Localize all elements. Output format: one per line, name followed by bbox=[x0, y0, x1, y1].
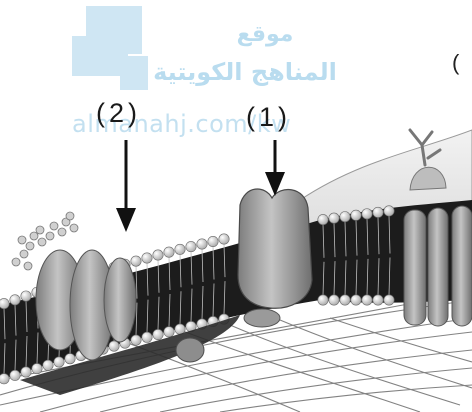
lipid-head-lower bbox=[340, 295, 350, 305]
lipid-head-lower bbox=[21, 367, 31, 377]
lipid-head-lower bbox=[32, 363, 42, 373]
lipid-head-lower bbox=[54, 357, 64, 367]
lipid-head-lower bbox=[351, 295, 361, 305]
channel-proteins bbox=[404, 206, 472, 326]
watermark-logo bbox=[72, 6, 148, 90]
lipid-head-lower bbox=[318, 295, 328, 305]
lipid-head-upper bbox=[362, 209, 372, 219]
arrow-2 bbox=[116, 140, 136, 232]
arrow-1 bbox=[265, 140, 285, 196]
lipid-head-upper bbox=[10, 295, 20, 305]
lipid-head-lower bbox=[329, 295, 339, 305]
lipid-head-lower bbox=[0, 374, 9, 384]
peripheral-protein bbox=[176, 338, 204, 362]
lipid-head-upper bbox=[0, 298, 9, 308]
lipid-head-lower bbox=[65, 353, 75, 363]
lipid-head-lower bbox=[362, 295, 372, 305]
lipid-head-lower bbox=[131, 335, 141, 345]
lipid-head-lower bbox=[384, 295, 394, 305]
lipid-head-upper bbox=[351, 210, 361, 220]
lipid-head-lower bbox=[43, 360, 53, 370]
lipid-head-lower bbox=[175, 324, 185, 334]
lipid-head-lower bbox=[373, 295, 383, 305]
label-protein-1: (1) bbox=[246, 102, 291, 133]
lipid-head-lower bbox=[142, 332, 152, 342]
lipid-head-upper bbox=[373, 207, 383, 217]
lipid-head-upper bbox=[186, 241, 196, 251]
corner-parenthesis: ( bbox=[452, 50, 459, 76]
lipid-head-upper bbox=[175, 244, 185, 254]
lipid-head-lower bbox=[10, 370, 20, 380]
label-protein-2: (2) bbox=[96, 98, 141, 129]
watermark-arabic-subtitle: المناهج الكويتية bbox=[145, 58, 345, 86]
lipid-head-upper bbox=[340, 212, 350, 222]
lipid-head-upper bbox=[329, 213, 339, 223]
lipid-head-upper bbox=[384, 206, 394, 216]
lipid-head-lower bbox=[109, 341, 119, 351]
lipid-head-lower bbox=[164, 327, 174, 337]
lipid-head-upper bbox=[219, 234, 229, 244]
lipid-head-upper bbox=[318, 214, 328, 224]
lipid-head-upper bbox=[131, 256, 141, 266]
lipid-head-upper bbox=[142, 253, 152, 263]
lipid-head-upper bbox=[153, 250, 163, 260]
lipid-head-upper bbox=[164, 247, 174, 257]
lipid-head-upper bbox=[208, 236, 218, 246]
watermark-arabic-title: موقع bbox=[205, 22, 325, 47]
lipid-head-upper bbox=[21, 291, 31, 301]
lipid-head-upper bbox=[197, 239, 207, 249]
lipid-head-lower bbox=[153, 329, 163, 339]
